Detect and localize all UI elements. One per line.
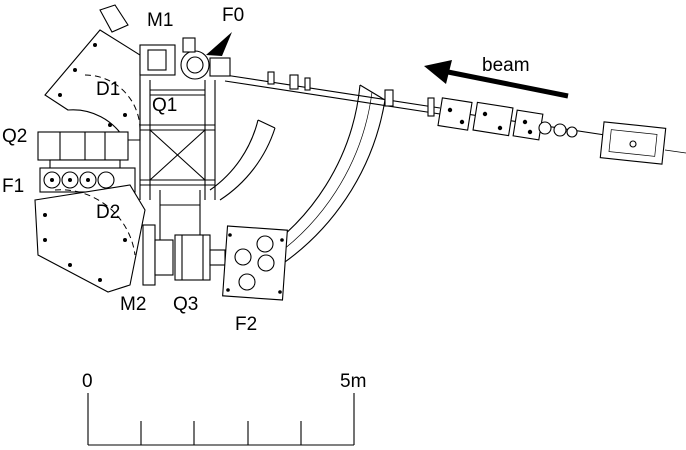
label-d1: D1 bbox=[96, 79, 120, 100]
label-q1: Q1 bbox=[152, 95, 177, 116]
label-f2: F2 bbox=[235, 314, 257, 335]
label-m2: M2 bbox=[120, 294, 146, 315]
beam-arrow bbox=[424, 60, 569, 99]
beam-pipe bbox=[224, 71, 686, 154]
beam-source-box bbox=[599, 121, 667, 165]
label-f0: F0 bbox=[222, 5, 244, 26]
detector-f0 bbox=[180, 32, 232, 80]
detector-f2 bbox=[222, 225, 288, 301]
scale-bar: 0 5m bbox=[82, 371, 366, 446]
magnet-m2 bbox=[142, 190, 201, 286]
label-f1: F1 bbox=[2, 176, 24, 197]
label-m1: M1 bbox=[147, 10, 173, 31]
scale-end-label: 5m bbox=[340, 371, 366, 392]
support-frame bbox=[139, 80, 216, 200]
label-beam: beam bbox=[482, 55, 530, 76]
dipole-d2 bbox=[34, 184, 146, 293]
scale-start-label: 0 bbox=[82, 371, 93, 392]
dipole-d1 bbox=[44, 29, 141, 141]
quadrupole-q2 bbox=[37, 131, 129, 173]
beamline-components-right bbox=[437, 97, 578, 141]
quadrupole-q3 bbox=[174, 234, 226, 281]
label-d2: D2 bbox=[96, 202, 120, 223]
magnet-m1 bbox=[99, 4, 176, 76]
label-q3: Q3 bbox=[173, 294, 198, 315]
label-q2: Q2 bbox=[2, 126, 27, 147]
